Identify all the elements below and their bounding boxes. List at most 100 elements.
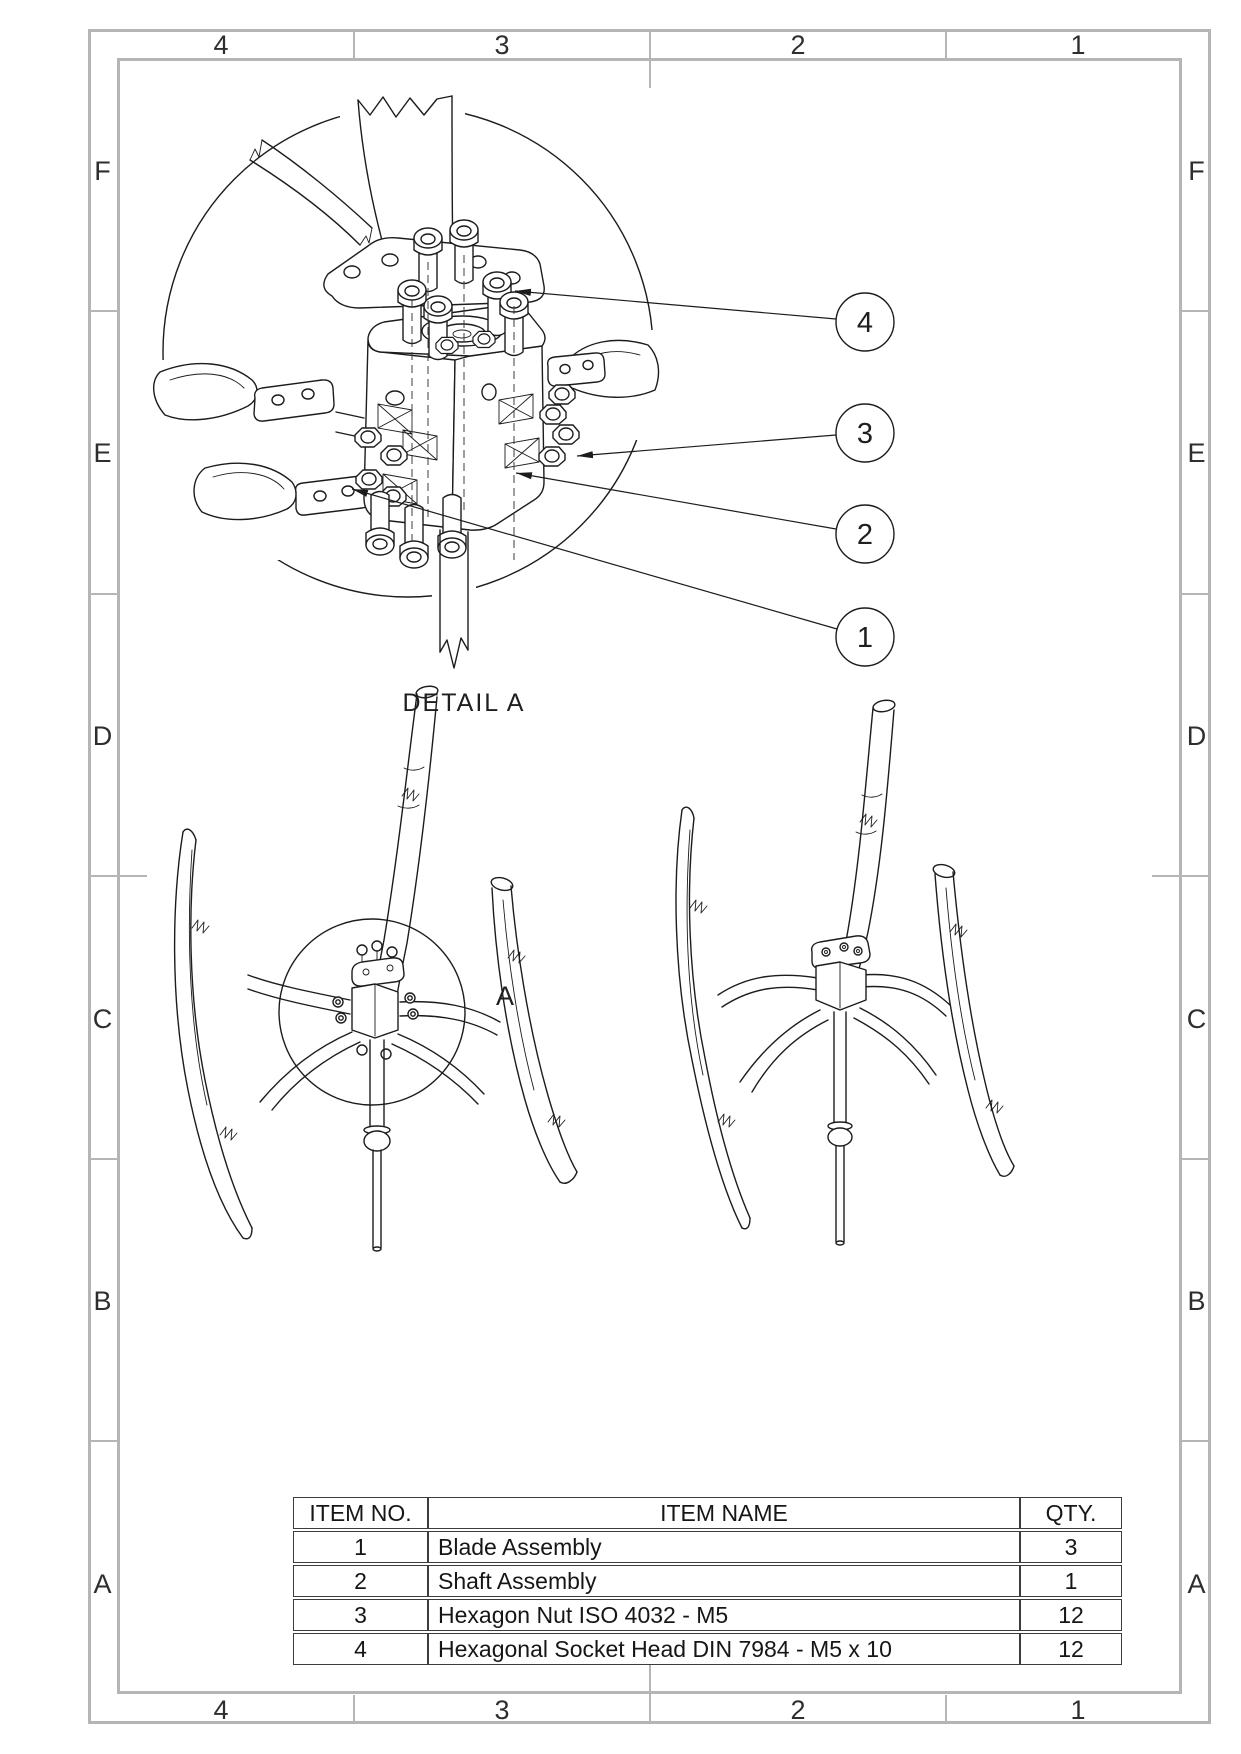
top-blade bbox=[373, 685, 439, 1003]
right-blade bbox=[932, 863, 1015, 1177]
bom-item-no: 1 bbox=[293, 1531, 428, 1563]
balloon-1-number: 1 bbox=[857, 622, 873, 654]
zone-divider bbox=[353, 29, 355, 58]
zone-row-left-e: E bbox=[93, 438, 112, 468]
bom-item-qty: 1 bbox=[1020, 1565, 1122, 1597]
zone-divider bbox=[88, 1440, 117, 1442]
support-arms bbox=[717, 973, 951, 1093]
zone-row-left-f: F bbox=[94, 156, 111, 186]
hub-cluster bbox=[332, 940, 419, 1060]
zone-divider bbox=[88, 1158, 117, 1160]
zone-row-right-d: D bbox=[1186, 721, 1207, 751]
bom-item-qty: 3 bbox=[1020, 1531, 1122, 1563]
balloon-1: 1 bbox=[835, 607, 895, 667]
balloon-4: 4 bbox=[835, 292, 895, 352]
zone-row-right-c: C bbox=[1186, 1004, 1207, 1034]
shaft bbox=[363, 1039, 391, 1252]
detail-a-view: 4 3 2 1 DETAIL A bbox=[150, 82, 895, 717]
balloon-4-number: 4 bbox=[857, 307, 873, 339]
zone-row-left-b: B bbox=[93, 1286, 112, 1316]
balloon-2-number: 2 bbox=[857, 519, 873, 551]
blade-section-right bbox=[546, 339, 660, 398]
leader-line-1 bbox=[351, 488, 838, 630]
bom-row-1: 1 Blade Assembly 3 bbox=[293, 1531, 1122, 1563]
zone-col-bottom-1: 1 bbox=[1070, 1695, 1086, 1725]
zone-divider bbox=[88, 310, 117, 312]
left-blade bbox=[675, 806, 751, 1230]
zone-divider-center bbox=[649, 29, 651, 88]
zone-divider bbox=[945, 1695, 947, 1724]
zone-row-left-c: C bbox=[92, 1004, 113, 1034]
top-blade bbox=[839, 699, 896, 973]
hex-nut bbox=[380, 445, 408, 466]
hex-nut bbox=[355, 469, 383, 490]
hex-nut bbox=[548, 384, 576, 405]
zone-col-top-4: 4 bbox=[213, 30, 229, 60]
hex-nut bbox=[538, 446, 566, 467]
zone-row-right-b: B bbox=[1187, 1286, 1206, 1316]
shaft bbox=[827, 1011, 853, 1246]
blade-section-left bbox=[153, 362, 335, 422]
zone-row-right-f: F bbox=[1188, 156, 1205, 186]
bom-item-name: Blade Assembly bbox=[428, 1531, 1020, 1563]
zone-row-left-d: D bbox=[92, 721, 113, 751]
bottom-shaft bbox=[439, 529, 469, 669]
bom-row-4: 4 Hexagonal Socket Head DIN 7984 - M5 x … bbox=[293, 1633, 1122, 1665]
hex-nut bbox=[539, 404, 567, 425]
hex-nut bbox=[472, 330, 496, 349]
bom-item-qty: 12 bbox=[1020, 1599, 1122, 1631]
bom-item-name: Hexagon Nut ISO 4032 - M5 bbox=[428, 1599, 1020, 1631]
detail-boundary-circle bbox=[278, 918, 466, 1106]
background-blade bbox=[249, 139, 373, 246]
hex-nut bbox=[354, 427, 382, 448]
bom-header-item-no: ITEM NO. bbox=[293, 1497, 428, 1529]
zone-row-left-a: A bbox=[93, 1569, 112, 1599]
leader-line-3 bbox=[576, 434, 837, 459]
zone-divider bbox=[1182, 1440, 1211, 1442]
zone-divider bbox=[1182, 310, 1211, 312]
balloon-3-number: 3 bbox=[857, 418, 873, 450]
zone-divider bbox=[1182, 1158, 1211, 1160]
zone-col-bottom-2: 2 bbox=[790, 1695, 806, 1725]
zone-divider bbox=[353, 1695, 355, 1724]
detail-a-label: DETAIL A bbox=[403, 689, 526, 717]
bom-item-no: 2 bbox=[293, 1565, 428, 1597]
bom-row-3: 3 Hexagon Nut ISO 4032 - M5 12 bbox=[293, 1599, 1122, 1631]
assembly-view-exploded: A bbox=[173, 685, 578, 1252]
bom-row-2: 2 Shaft Assembly 1 bbox=[293, 1565, 1122, 1597]
zone-col-bottom-3: 3 bbox=[494, 1695, 510, 1725]
zone-col-top-1: 1 bbox=[1070, 30, 1086, 60]
bom-header-item-name: ITEM NAME bbox=[428, 1497, 1020, 1529]
right-blade bbox=[490, 876, 578, 1184]
blade-section-bottom-left bbox=[193, 462, 372, 521]
zone-row-right-a: A bbox=[1187, 1569, 1206, 1599]
zone-row-right-e: E bbox=[1187, 438, 1206, 468]
bom-item-name: Hexagonal Socket Head DIN 7984 - M5 x 10 bbox=[428, 1633, 1020, 1665]
hex-nut bbox=[552, 424, 580, 445]
bom-item-name: Shaft Assembly bbox=[428, 1565, 1020, 1597]
bom-table: ITEM NO. ITEM NAME QTY. 1 Blade Assembly… bbox=[293, 1495, 1122, 1667]
detail-marker-label: A bbox=[496, 981, 514, 1011]
bom-item-qty: 12 bbox=[1020, 1633, 1122, 1665]
bom-header-qty: QTY. bbox=[1020, 1497, 1122, 1529]
assembly-view-assembled bbox=[675, 699, 1015, 1246]
zone-divider-center bbox=[1152, 875, 1211, 877]
balloon-3: 3 bbox=[835, 403, 895, 463]
bom-item-no: 3 bbox=[293, 1599, 428, 1631]
leader-line-2 bbox=[515, 472, 837, 530]
zone-col-top-2: 2 bbox=[790, 30, 806, 60]
zone-divider-center bbox=[88, 875, 147, 877]
zone-divider bbox=[1182, 593, 1211, 595]
left-blade bbox=[173, 828, 253, 1240]
zone-col-top-3: 3 bbox=[494, 30, 510, 60]
leader-line-4 bbox=[514, 288, 837, 320]
zone-col-bottom-4: 4 bbox=[213, 1695, 229, 1725]
bom-item-no: 4 bbox=[293, 1633, 428, 1665]
hub bbox=[810, 935, 871, 1011]
zone-divider bbox=[88, 593, 117, 595]
balloon-2: 2 bbox=[835, 504, 895, 564]
zone-divider bbox=[945, 29, 947, 58]
zone-divider-center bbox=[649, 1664, 651, 1724]
